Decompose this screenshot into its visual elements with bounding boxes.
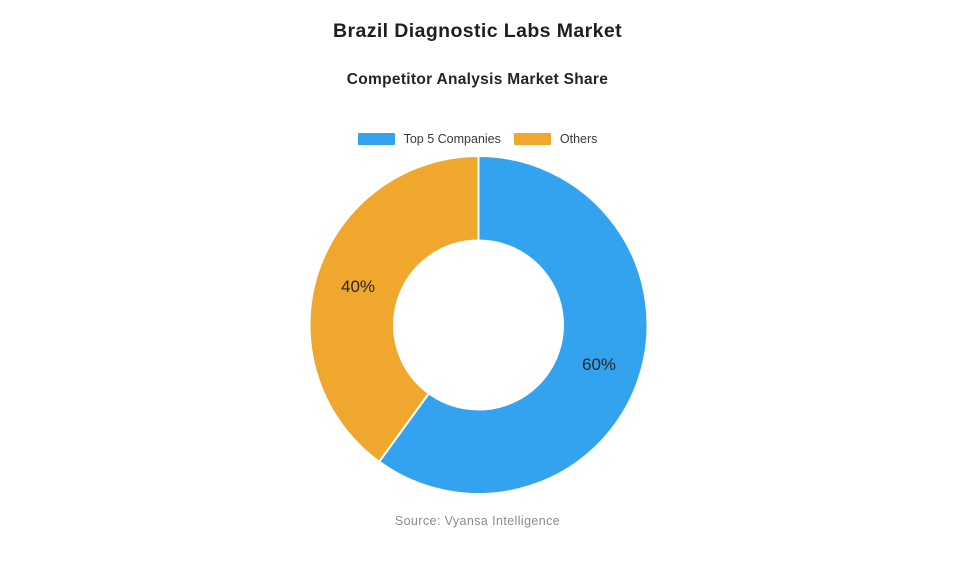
chart-legend: Top 5 Companies Others	[0, 132, 955, 146]
legend-label: Top 5 Companies	[403, 132, 501, 146]
legend-label: Others	[559, 132, 598, 146]
chart-subtitle: Competitor Analysis Market Share	[346, 71, 609, 88]
legend-swatch-others	[513, 133, 551, 145]
legend-item-others[interactable]: Others	[513, 132, 598, 146]
legend-swatch-top-5-companies	[357, 133, 395, 145]
legend-item-top-5-companies[interactable]: Top 5 Companies	[357, 132, 501, 146]
page-title: Brazil Diagnostic Labs Market	[332, 20, 622, 42]
source-note: Source: Vyansa Intelligence	[394, 514, 561, 528]
pie-slice-top-5-companies[interactable]	[378, 155, 649, 495]
slice-value-label-others: 40%	[341, 277, 375, 296]
pie-slice-others[interactable]	[308, 155, 480, 463]
slice-value-label-top-5-companies: 60%	[582, 355, 616, 374]
